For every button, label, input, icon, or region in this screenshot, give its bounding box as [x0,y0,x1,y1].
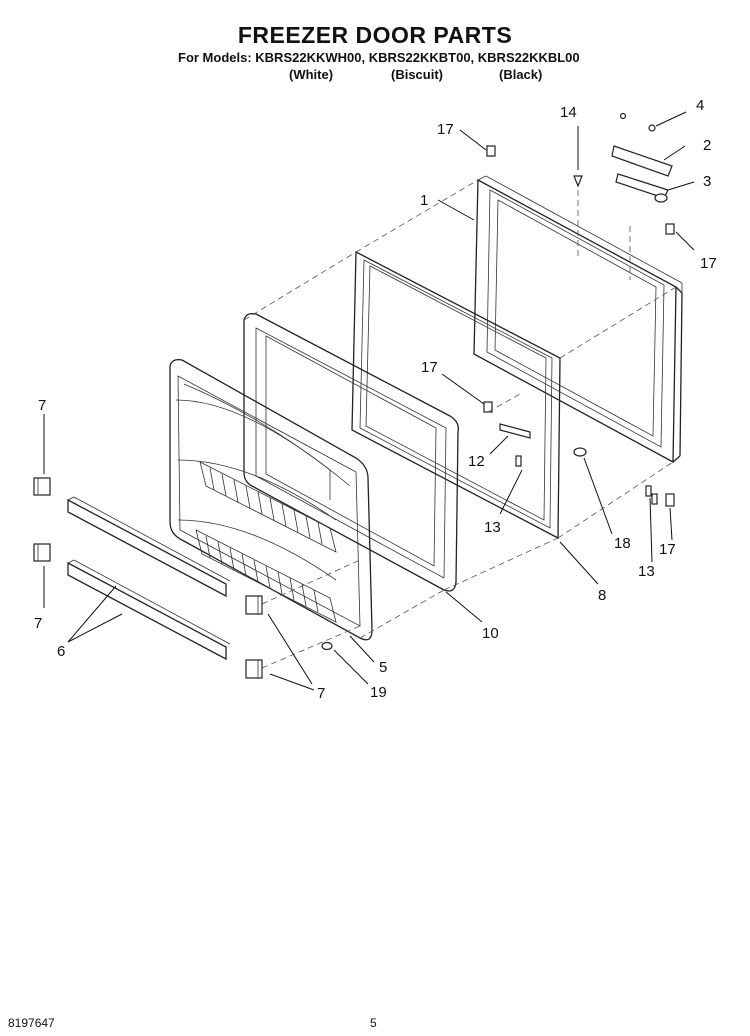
callout-3: 3 [703,173,711,190]
callout-12: 12 [468,453,485,470]
callout-10: 10 [482,625,499,642]
callout-2: 2 [703,137,711,154]
callout-5: 5 [379,659,387,676]
callout-4: 4 [696,97,704,114]
callout-6: 6 [57,643,65,660]
callout-13-center: 13 [484,519,501,536]
doc-number: 8197647 [8,1016,55,1030]
hinge-assembly [573,112,673,203]
models-line: For Models: KBRS22KKWH00, KBRS22KKBT00, … [178,50,580,65]
outer-door-frame [473,175,683,464]
callout-17-top: 17 [437,121,454,138]
color-white: (White) [289,67,334,82]
callout-17-center: 17 [421,359,438,376]
callout-numbers: 1 2 3 4 5 6 7 7 7 8 10 12 13 13 14 17 17… [34,97,717,702]
callout-14: 14 [560,104,577,121]
door-liner [243,312,459,592]
callout-13-right: 13 [638,563,655,580]
page-number: 5 [370,1016,377,1030]
page-title: FREEZER DOOR PARTS [237,22,513,48]
fasteners [321,145,675,651]
callout-1: 1 [420,192,428,209]
leader-lines [43,111,695,691]
assembly-lines [243,179,677,669]
callout-17-bottom: 17 [659,541,676,558]
callout-18: 18 [614,535,631,552]
color-black: (Black) [499,67,543,82]
inner-door-panel [169,358,373,641]
shelf-trim-bars [67,496,231,661]
shelf-end-caps [33,477,263,679]
color-biscuit: (Biscuit) [391,67,443,82]
callout-17-right: 17 [700,255,717,272]
callout-19: 19 [370,684,387,701]
callout-7-top: 7 [38,397,46,414]
callout-7-bottom: 7 [317,685,325,702]
callout-8: 8 [598,587,606,604]
callout-7-left: 7 [34,615,42,632]
